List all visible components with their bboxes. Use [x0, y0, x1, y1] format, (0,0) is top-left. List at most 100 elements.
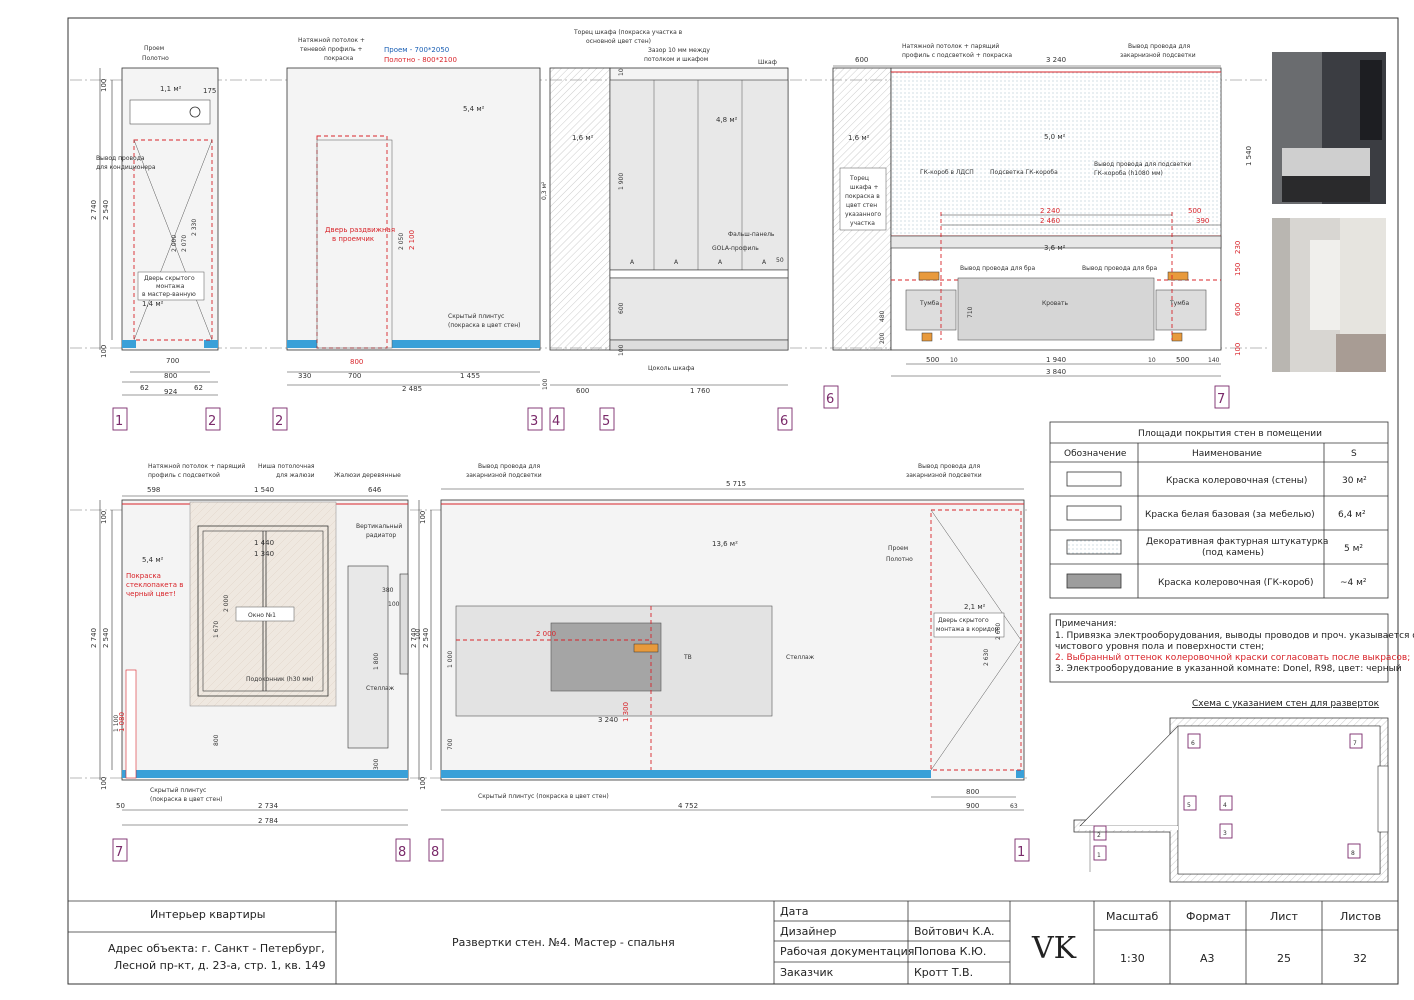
callout-label: Полотно: [142, 55, 169, 62]
axis-label: 1: [1017, 845, 1025, 860]
role-label: Дизайнер: [780, 925, 836, 938]
floor-scheme: Схема с указанием стен для разверток 6 7…: [1073, 699, 1389, 883]
dim-label: 380: [382, 587, 394, 594]
callout-label: для кондиционера: [96, 164, 156, 171]
area-label: 1,4 м²: [142, 300, 164, 308]
dim-label: 100: [419, 511, 427, 524]
dim-label: 1 000: [447, 651, 454, 668]
dim-label: 1 080: [118, 712, 126, 732]
legend-header: S: [1351, 449, 1357, 459]
axis-label: 7: [1217, 392, 1225, 407]
axis-label: 7: [115, 845, 123, 860]
callout-label: Торец шкафа (покраска участка в: [573, 29, 683, 36]
tv-label: ТВ: [683, 654, 692, 661]
axis-label: 2: [208, 414, 216, 429]
scheme-marker: 8: [1351, 850, 1355, 857]
dim-label: 2 100: [408, 230, 416, 250]
swatch-gk-box: [1066, 573, 1122, 589]
dim-label: 2 630: [983, 649, 990, 666]
dim-label: 2 540: [102, 200, 110, 220]
gola-mark: A: [630, 259, 635, 266]
dim-label: 100: [388, 601, 400, 608]
gola-mark: A: [718, 259, 723, 266]
door-label: Дверь раздвижная: [325, 226, 395, 234]
dim-label: 1 440: [254, 539, 274, 547]
area-label: 5,4 м²: [142, 556, 164, 564]
callout-label: в мастер-ванную: [142, 291, 196, 298]
legend-row-value: 6,4 м²: [1338, 510, 1366, 520]
callout-label: Натяжной потолок + парящий: [148, 463, 245, 470]
dim-label: 62: [194, 384, 203, 392]
dim-label: 2 050: [398, 233, 405, 250]
callout-label: Вывод провода: [96, 155, 145, 162]
shelf-label: Стеллаж: [786, 654, 815, 661]
dim-label: 150: [1234, 263, 1242, 276]
callout-label: монтажа: [156, 283, 185, 290]
tb-header: Формат: [1186, 910, 1231, 923]
dim-label: 2 734: [258, 802, 279, 810]
area-label: 13,6 м²: [712, 540, 738, 548]
elevation-3: 1,6 м² 4,8 м² 0,3 м² A A A A Торец шкафа…: [541, 29, 793, 431]
legend-title: Площади покрытия стен в помещении: [1138, 429, 1322, 439]
dim-label: 1 800: [373, 653, 380, 670]
dim-label: 1 540: [1245, 146, 1253, 166]
person-name: Войтович К.А.: [914, 925, 995, 938]
side-note: цвет стен: [846, 202, 877, 209]
area-label: 1,6 м²: [848, 134, 870, 142]
axis-label: 8: [398, 845, 406, 860]
dim-label: 200: [879, 332, 886, 344]
callout-label: закарнизной подсветки: [1120, 52, 1196, 59]
scheme-marker: 3: [1223, 830, 1227, 837]
area-label: 5,0 м²: [1044, 133, 1066, 141]
legend-row-name: Краска белая базовая (за мебелью): [1145, 510, 1315, 520]
tb-header: Лист: [1270, 910, 1298, 923]
elevation-5: Окно №1 Подоконник (h30 мм) Стеллаж 5,4 …: [70, 463, 1030, 862]
red-note: стеклопакета в: [126, 581, 183, 589]
dim-label: 50: [116, 802, 125, 810]
tb-value: А3: [1200, 952, 1215, 965]
dim-label: 62: [140, 384, 149, 392]
callout-label: Проем: [888, 545, 908, 552]
callout-label: Скрытый плинтус: [150, 787, 206, 794]
legend-row-name: (под камень): [1202, 548, 1264, 558]
dim-label: 2 000: [171, 235, 178, 252]
dim-label: 500: [926, 356, 939, 364]
tb-value: 32: [1353, 952, 1367, 965]
dim-label: 175: [203, 87, 216, 95]
callout-label: Зазор 10 мм между: [648, 47, 710, 54]
elevation-4: Тумба Кровать Тумба 1,6 м² 5,0 м² 3,6 м²…: [823, 43, 1253, 409]
dim-label: 2 460: [1040, 217, 1060, 225]
area-label: 1,1 м²: [160, 85, 182, 93]
project-title: Интерьер квартиры: [150, 908, 265, 921]
dim-label: 330: [298, 372, 311, 380]
dim-label: 2 540: [102, 628, 110, 648]
dim-label: 480: [879, 310, 886, 322]
callout-label: Натяжной потолок +: [298, 37, 365, 44]
axis-label: 4: [552, 414, 560, 429]
side-note: участка: [850, 220, 875, 227]
sill-label: Подоконник (h30 мм): [246, 676, 314, 683]
note-line: чистового уровня пола и поверхности стен…: [1055, 642, 1264, 652]
callout-label: ГК-короба (h1080 мм): [1094, 170, 1163, 177]
render-photo-1: [1272, 52, 1386, 204]
dim-label: 600: [1234, 303, 1242, 316]
callout-label: Вывод провода для: [478, 463, 540, 470]
callout-label: для жалюзи: [276, 472, 315, 479]
role-label: Дата: [780, 905, 808, 918]
dim-label: 2 485: [402, 385, 422, 393]
callout-label: Подсветка ГК-короба: [990, 169, 1058, 176]
scheme-marker: 1: [1097, 852, 1101, 859]
axis-label: 6: [826, 392, 834, 407]
blue-note: Проем - 700*2050: [384, 46, 449, 54]
callout-label: Ниша потолочная: [258, 463, 315, 470]
callout-label: монтажа в коридор: [936, 626, 999, 633]
dim-label: 2 070: [181, 235, 188, 252]
callout-label: ГК-короб в ЛДСП: [920, 169, 974, 176]
scheme-title: Схема с указанием стен для разверток: [1192, 699, 1380, 709]
dim-label: 1 340: [254, 550, 274, 558]
note-line: 3. Электрооборудование в указанной комна…: [1055, 664, 1402, 674]
address-line: Адрес объекта: г. Санкт - Петербург,: [108, 942, 325, 955]
dim-label: 63: [1010, 803, 1018, 810]
axis-label: 1: [115, 414, 123, 429]
dim-label: 100: [100, 79, 108, 92]
